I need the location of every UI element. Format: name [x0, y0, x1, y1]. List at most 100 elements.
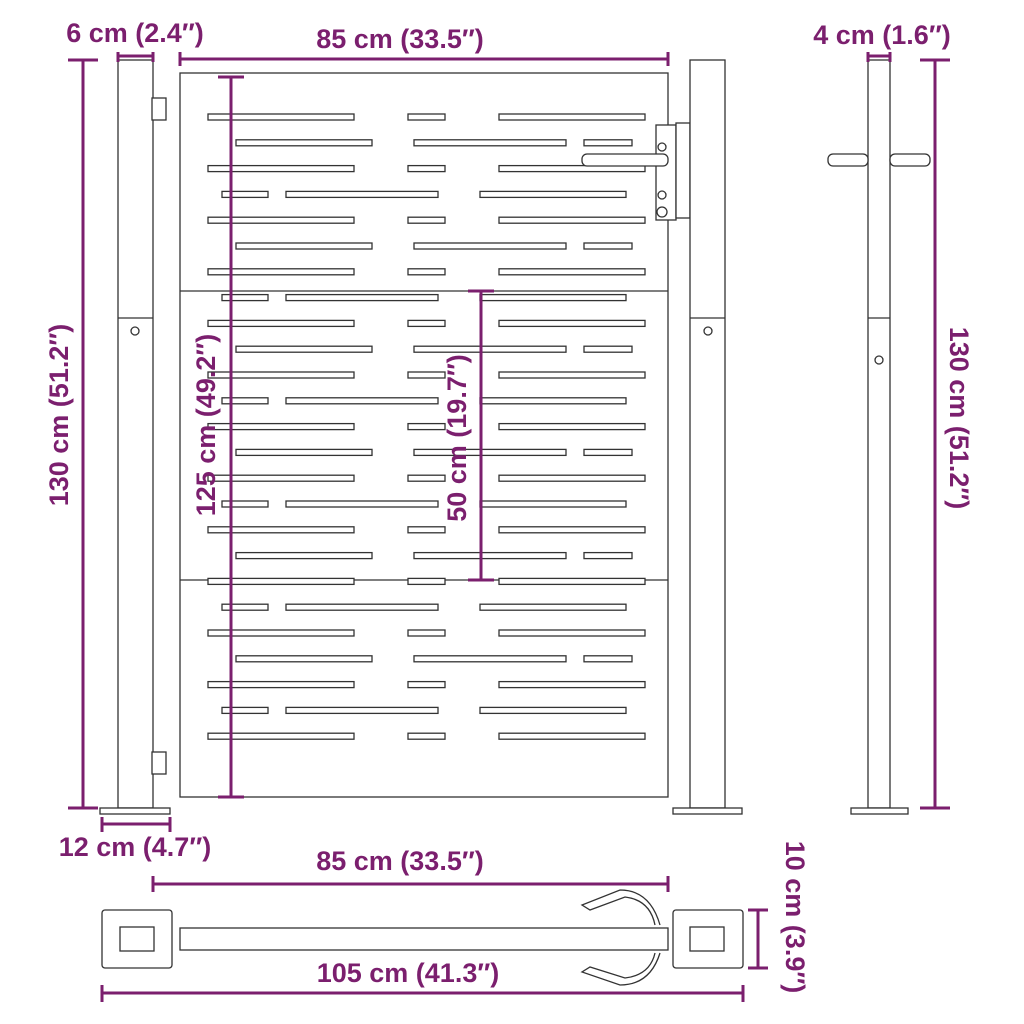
slat	[285, 603, 439, 611]
slat	[498, 371, 646, 379]
slat	[207, 474, 355, 482]
post-height-left-label: 130 cm (51.2″)	[44, 324, 74, 507]
slat	[407, 474, 446, 482]
side-post-width-label: 4 cm (1.6″)	[813, 20, 951, 50]
slat	[479, 500, 627, 508]
side-handle-icon	[827, 153, 869, 167]
latch-plate	[655, 124, 677, 221]
slat	[221, 603, 269, 611]
gate-width-top-label: 85 cm (33.5″)	[316, 24, 484, 54]
slat	[583, 345, 633, 353]
gate-height-label: 125 cm (49.2″)	[191, 334, 221, 517]
handle-icon	[581, 153, 669, 167]
post-width-label: 6 cm (2.4″)	[66, 18, 204, 48]
slat	[413, 551, 567, 560]
slat	[221, 293, 269, 302]
base-plate-width-label: 12 cm (4.7″)	[59, 832, 212, 862]
panel-height-label: 50 cm (19.7″)	[442, 354, 472, 522]
slat	[498, 319, 646, 328]
slat	[407, 629, 446, 637]
slat	[207, 164, 355, 173]
total-width-label: 105 cm (41.3″)	[317, 958, 500, 988]
slat	[413, 448, 567, 457]
slat	[407, 216, 446, 224]
gate-slats	[207, 113, 646, 740]
slat	[498, 216, 646, 224]
slat	[207, 526, 355, 534]
slat	[285, 397, 439, 405]
bolt-icon	[130, 326, 140, 336]
slat	[407, 732, 446, 740]
slat	[583, 242, 633, 250]
slat	[498, 526, 646, 534]
slat	[479, 397, 627, 405]
slat	[221, 706, 269, 715]
left-base-plate	[99, 807, 171, 815]
slat	[583, 139, 633, 147]
slat	[498, 629, 646, 637]
slat	[498, 164, 646, 173]
slat	[207, 577, 355, 586]
left-post	[117, 59, 154, 809]
slat	[413, 139, 567, 147]
slat	[207, 629, 355, 637]
slat	[207, 268, 355, 276]
lock-icon	[656, 206, 668, 218]
slat	[498, 268, 646, 276]
slat	[583, 551, 633, 560]
slat	[413, 345, 567, 353]
slat	[221, 190, 269, 199]
slat	[407, 319, 446, 328]
top-view-handle-icon	[580, 889, 661, 926]
gate-width-bottom-label: 85 cm (33.5″)	[316, 846, 484, 876]
slat	[479, 706, 627, 715]
slat	[221, 397, 269, 405]
slat	[498, 577, 646, 586]
slat	[407, 113, 446, 121]
slat	[207, 113, 355, 121]
slat	[235, 139, 373, 147]
slat	[413, 655, 567, 663]
slat	[407, 268, 446, 276]
plate-depth-label: 10 cm (3.9″)	[780, 841, 810, 994]
hinge-icon	[151, 97, 167, 121]
post-height-right-label: 130 cm (51.2″)	[944, 327, 974, 510]
slat	[235, 345, 373, 353]
slat	[235, 551, 373, 560]
slat	[207, 371, 355, 379]
slat	[285, 293, 439, 302]
slat	[207, 680, 355, 689]
slat	[413, 242, 567, 250]
slat	[479, 190, 627, 199]
slat	[235, 242, 373, 250]
slat	[207, 216, 355, 224]
right-base-plate	[672, 807, 743, 815]
right-post	[689, 59, 726, 809]
slat	[498, 422, 646, 431]
slat	[207, 319, 355, 328]
slat	[407, 164, 446, 173]
side-view-post	[867, 59, 891, 809]
slat	[235, 448, 373, 457]
top-view-gate-bar	[179, 927, 669, 951]
slat	[207, 732, 355, 740]
slat	[407, 371, 446, 379]
dimension-lines	[68, 52, 950, 1002]
slat	[498, 474, 646, 482]
slat	[285, 706, 439, 715]
slat	[407, 577, 446, 586]
slat	[407, 422, 446, 431]
slat	[583, 448, 633, 457]
slat	[479, 293, 627, 302]
slat	[479, 603, 627, 611]
slat	[498, 113, 646, 121]
slat	[583, 655, 633, 663]
hinge-icon	[151, 751, 167, 775]
slat	[407, 526, 446, 534]
gate-panel	[179, 72, 669, 798]
slat	[235, 655, 373, 663]
slat	[498, 680, 646, 689]
slat	[285, 500, 439, 508]
